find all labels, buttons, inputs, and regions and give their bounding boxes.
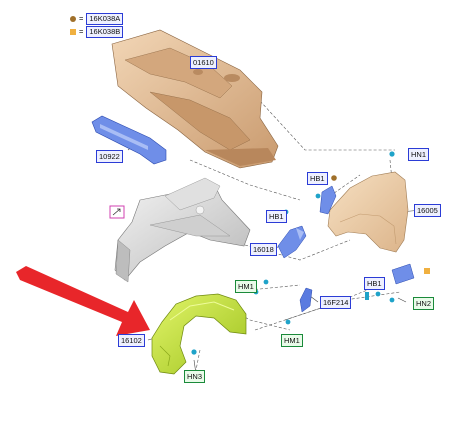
callout-seal[interactable]: 16F214 bbox=[320, 296, 352, 309]
front-frame-part bbox=[114, 177, 251, 283]
fasteners bbox=[191, 151, 430, 355]
reference-icon bbox=[109, 205, 125, 219]
seal-part bbox=[299, 287, 313, 313]
legend-square-icon bbox=[70, 28, 76, 35]
red-pointer-arrow bbox=[16, 266, 150, 336]
callout-hb1-right[interactable]: HB1 bbox=[364, 277, 385, 290]
right-bracket-part bbox=[391, 263, 415, 285]
legend-item-square: = 16K038B bbox=[70, 25, 124, 38]
callout-bracket[interactable]: 16018 bbox=[250, 243, 277, 256]
dash-panel-part bbox=[111, 29, 279, 169]
legend-equals: = bbox=[79, 27, 84, 36]
upper-clip-part bbox=[319, 185, 337, 215]
cross-member-part bbox=[91, 115, 167, 165]
callout-wheel-liner[interactable]: 16102 bbox=[118, 334, 145, 347]
callout-hn2[interactable]: HN2 bbox=[413, 297, 435, 310]
wheel-liner-part bbox=[151, 293, 247, 375]
legend-item-dot: = 16K038A bbox=[70, 12, 124, 25]
leader-lines bbox=[164, 89, 401, 376]
callout-hm1-bottom[interactable]: HM1 bbox=[281, 334, 303, 347]
fender-part bbox=[327, 171, 409, 253]
bracket-part bbox=[277, 225, 307, 259]
callout-hb1-mid[interactable]: HB1 bbox=[266, 210, 287, 223]
callout-dash-panel[interactable]: 01610 bbox=[190, 56, 217, 69]
callout-hn3[interactable]: HN3 bbox=[184, 370, 206, 383]
legend-label: 16K038A bbox=[86, 12, 124, 25]
callout-hb1-top[interactable]: HB1 bbox=[307, 172, 328, 185]
legend-equals: = bbox=[79, 14, 84, 23]
callout-hm1-left[interactable]: HM1 bbox=[235, 280, 257, 293]
callout-hn1[interactable]: HN1 bbox=[408, 148, 430, 161]
callout-fender[interactable]: 16005 bbox=[414, 204, 441, 217]
legend-dot-icon bbox=[70, 15, 76, 22]
callout-cross-member[interactable]: 10922 bbox=[96, 150, 123, 163]
legend-label: 16K038B bbox=[86, 25, 124, 38]
